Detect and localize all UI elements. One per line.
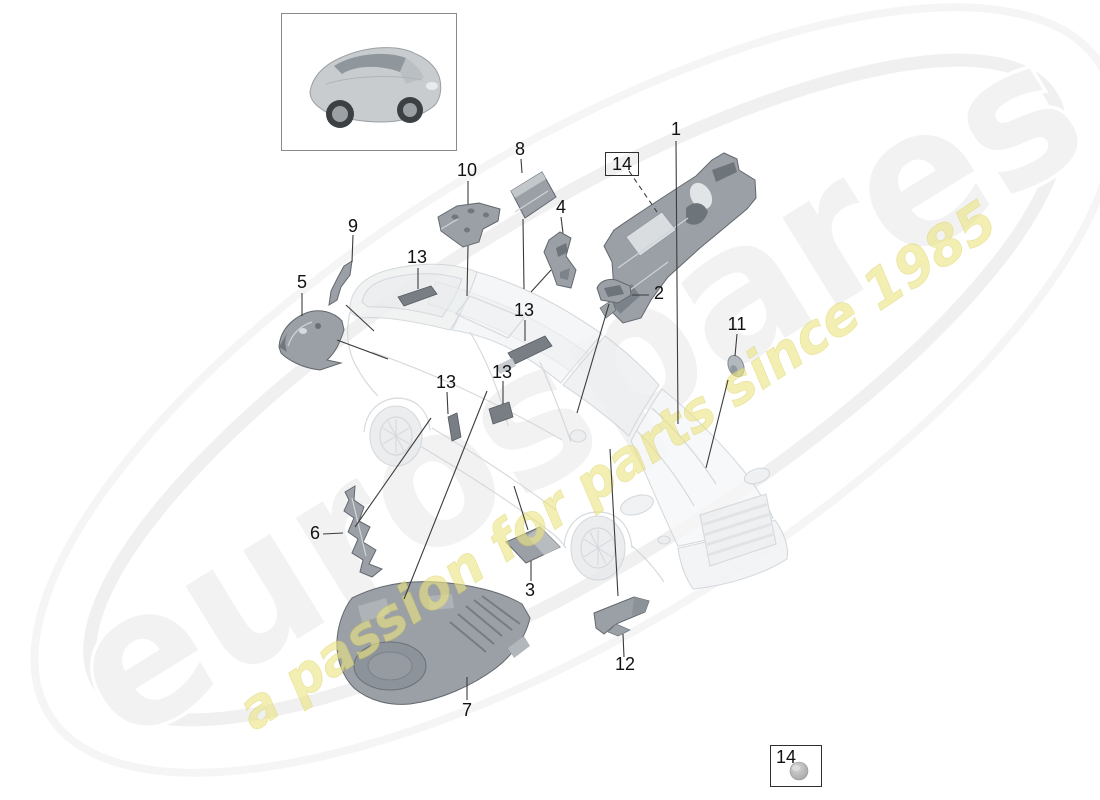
callout-5[interactable]: 5 bbox=[296, 272, 308, 292]
ghost-rear-wheel bbox=[369, 405, 423, 467]
vehicle-thumbnail bbox=[281, 13, 457, 151]
callout-11[interactable]: 11 bbox=[727, 314, 747, 334]
callout-10[interactable]: 10 bbox=[456, 160, 478, 180]
vehicle-thumbnail-image bbox=[309, 47, 442, 128]
part-9-curved-strip bbox=[328, 260, 353, 306]
callout-13[interactable]: 13 bbox=[491, 362, 513, 382]
callout-9[interactable]: 9 bbox=[347, 216, 359, 236]
callout-4[interactable]: 4 bbox=[555, 197, 567, 217]
callout-13[interactable]: 13 bbox=[406, 247, 428, 267]
part-12-bumper-strip bbox=[593, 596, 650, 637]
part-2-bracket bbox=[596, 278, 632, 304]
callout-7[interactable]: 7 bbox=[461, 700, 473, 720]
callout-12[interactable]: 12 bbox=[614, 654, 636, 674]
callout-8[interactable]: 8 bbox=[514, 139, 526, 159]
part-8-roof-pad bbox=[510, 171, 557, 219]
callout-14-boxed[interactable]: 14 bbox=[605, 152, 639, 176]
callout-3[interactable]: 3 bbox=[524, 580, 536, 600]
callout-14-boxed[interactable]: 14 bbox=[770, 745, 822, 787]
part-14-grommet bbox=[789, 761, 809, 781]
part-5-wheel-arch-absorber bbox=[278, 310, 345, 371]
callout-13[interactable]: 13 bbox=[435, 372, 457, 392]
callout-13[interactable]: 13 bbox=[513, 300, 535, 320]
part-3-sill-pad bbox=[505, 526, 561, 564]
part-1-firewall-sound-absorber bbox=[599, 152, 757, 324]
callout-6[interactable]: 6 bbox=[309, 523, 321, 543]
part-4-pillar-bracket bbox=[543, 231, 577, 289]
part-13-adhesive-pads bbox=[397, 285, 553, 442]
part-6-jagged-bracket bbox=[343, 485, 383, 578]
callout-1[interactable]: 1 bbox=[670, 119, 682, 139]
part-11-oval-pad bbox=[727, 354, 745, 378]
part-7-underbody-panel bbox=[336, 581, 531, 705]
part-10-plate bbox=[437, 202, 501, 248]
callout-2[interactable]: 2 bbox=[653, 283, 665, 303]
